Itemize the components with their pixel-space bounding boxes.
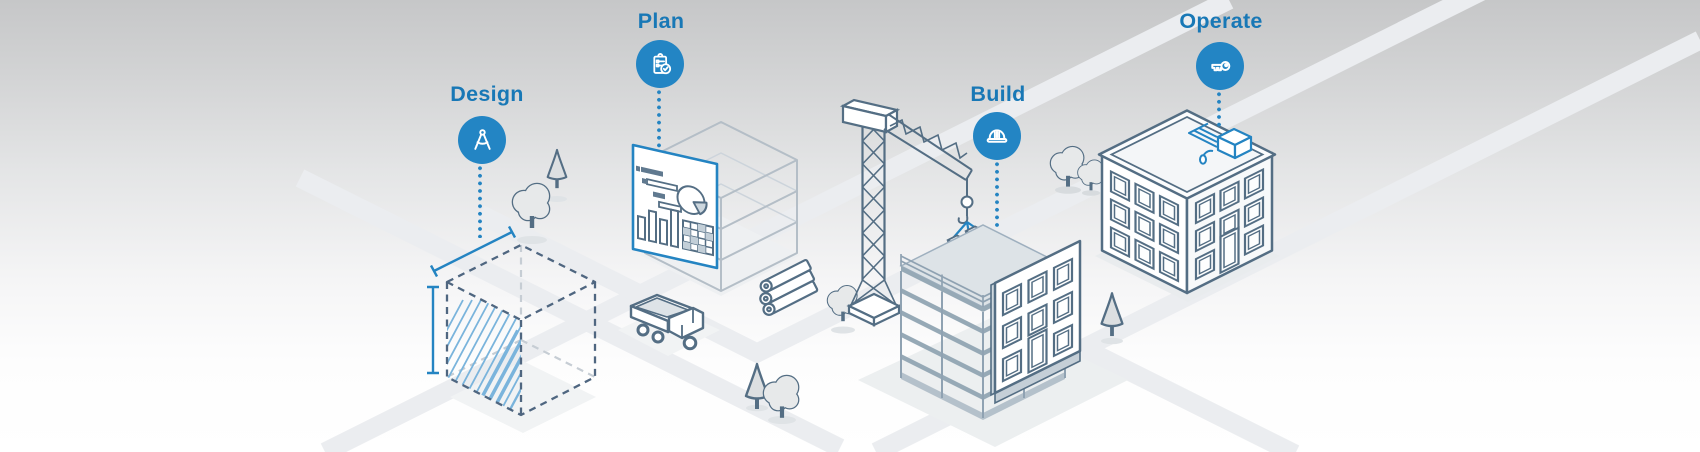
rooftop-hvac-unit	[1188, 122, 1253, 165]
completed-building-illustration	[1097, 109, 1277, 295]
stage-operate-label: Operate	[1179, 9, 1263, 33]
plan-illustration	[631, 121, 798, 292]
hard-hat-icon	[986, 129, 1008, 143]
plan-board	[631, 143, 719, 270]
key-icon	[1211, 61, 1231, 72]
stage-design-connector	[478, 166, 482, 238]
clipboard-check-icon	[652, 52, 671, 74]
construction-building-illustration	[899, 224, 1082, 420]
gantt-bars	[636, 165, 682, 213]
design-cube-illustration	[427, 225, 597, 417]
pie-chart	[676, 185, 708, 216]
stage-design-label: Design	[450, 82, 524, 106]
stage-build-connector	[995, 162, 999, 230]
drafting-compass-icon	[473, 128, 491, 150]
schedule-grid	[682, 219, 714, 257]
counterweight	[839, 98, 901, 134]
stage-build-label: Build	[970, 82, 1026, 106]
stage-plan-label: Plan	[637, 9, 685, 33]
dimension-lines	[427, 225, 517, 375]
stage-plan-connector	[657, 90, 661, 150]
facade-panel	[990, 239, 1082, 405]
dump-truck-illustration	[629, 293, 705, 351]
left-windows	[1109, 169, 1180, 283]
stage-operate-badge	[1196, 42, 1244, 90]
stage-plan-badge	[636, 40, 684, 88]
blueprint-rolls-illustration	[759, 259, 819, 316]
hoist-cable	[957, 178, 974, 225]
bar-chart	[637, 208, 679, 249]
stage-build-badge	[973, 112, 1021, 160]
stage-operate-connector	[1217, 92, 1221, 128]
stage-design-badge	[458, 116, 506, 164]
right-windows	[1194, 167, 1265, 281]
